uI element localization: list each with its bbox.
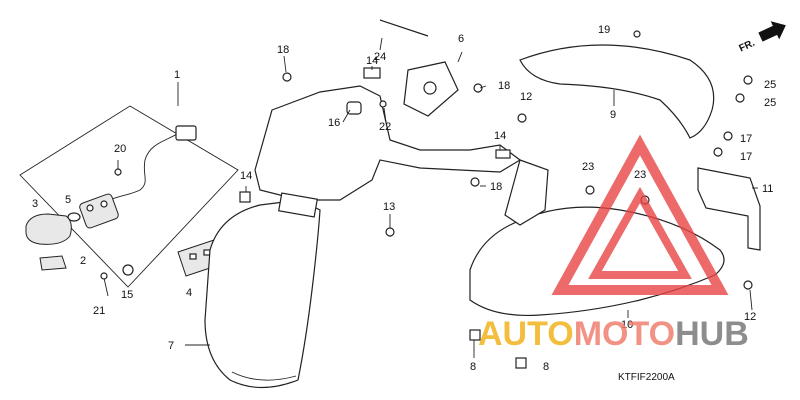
- callout-6: 6: [458, 33, 464, 45]
- callout-18-top: 18: [498, 80, 510, 92]
- callout-25-bottom: 25: [764, 97, 776, 109]
- assembly-outline: [19, 105, 239, 288]
- nut-14-left: [239, 191, 251, 203]
- watermark-moto: MOTO: [574, 315, 675, 353]
- nut-14-right: [495, 149, 511, 159]
- bolt-25-bottom: [735, 93, 745, 103]
- callout-8-left: 8: [470, 361, 476, 373]
- bolt-12-top: [517, 113, 527, 123]
- watermark-auto: AUTO: [478, 315, 574, 353]
- callout-14-left: 14: [240, 170, 252, 182]
- nut-8-left: [469, 329, 481, 341]
- rear-cover: [254, 85, 522, 201]
- callout-9: 9: [610, 109, 616, 121]
- front-fender: [519, 44, 715, 139]
- taillight-lens: [25, 213, 72, 245]
- callout-24: 24: [374, 51, 386, 63]
- callout-18-left: 18: [277, 44, 289, 56]
- bolt-12-bottom: [743, 280, 753, 290]
- clamp-16: [346, 101, 362, 115]
- callouts: 1 2 3 4 5 6 7 8 8 9 10 11 12 12 13 14 14…: [32, 24, 776, 373]
- callout-15: 15: [121, 289, 133, 301]
- watermark-text: AUTOMOTOHUB: [478, 315, 749, 353]
- callout-3: 3: [32, 198, 38, 210]
- callout-8-right: 8: [543, 361, 549, 373]
- callout-12-bottom: 12: [744, 311, 756, 323]
- clip-13: [385, 227, 395, 237]
- front-fender-group: [517, 30, 753, 157]
- callout-11: 11: [762, 183, 773, 195]
- callout-10: 10: [621, 319, 633, 331]
- reflector: [39, 255, 67, 271]
- bolt-18-left: [282, 72, 292, 82]
- bolt-17-bottom: [713, 147, 723, 157]
- wire-connector: [175, 125, 197, 141]
- nut-8-bottom: [515, 357, 527, 369]
- watermark-logo: AUTOMOTOHUB: [478, 134, 749, 353]
- front-direction-indicator: FR.: [737, 21, 786, 55]
- bracket-11: [697, 167, 761, 251]
- diagram-code: KTFIF2200A: [618, 372, 675, 383]
- callout-14-right: 14: [494, 130, 506, 142]
- bracket-11-group: [697, 167, 761, 251]
- bolt-17-top: [723, 131, 733, 141]
- callout-1: 1: [174, 69, 180, 81]
- front-arrow-icon: [758, 21, 786, 42]
- screw-22: [379, 100, 387, 108]
- screw-19: [633, 30, 641, 38]
- callout-17-bottom: 17: [740, 151, 752, 163]
- bolt-18-mid: [470, 177, 480, 187]
- callout-23-right: 23: [634, 169, 646, 181]
- callout-12-top: 12: [520, 91, 532, 103]
- watermark-hub: HUB: [675, 315, 749, 353]
- callout-2: 2: [80, 255, 86, 267]
- leader-lines: [185, 37, 758, 358]
- callout-16: 16: [328, 117, 340, 129]
- watermark-triangle-icon: [551, 134, 729, 295]
- clip-23-left: [585, 185, 595, 195]
- callout-22: 22: [379, 121, 391, 133]
- callout-18-mid: 18: [490, 181, 502, 193]
- fender-bracket: [278, 192, 318, 218]
- callout-17-top: 17: [740, 133, 752, 145]
- rear-fender: [204, 199, 321, 389]
- callout-25-top: 25: [764, 79, 776, 91]
- bolt-18-top: [473, 83, 483, 93]
- fr-label: FR.: [737, 38, 756, 55]
- callout-14-top: 14: [366, 55, 378, 67]
- inner-fender-front: [504, 159, 549, 226]
- bulb: [67, 212, 81, 222]
- rear-fender-group: [204, 85, 522, 389]
- callout-19: 19: [598, 24, 610, 36]
- bolt-25-top: [743, 75, 753, 85]
- bulb-socket: [79, 193, 119, 229]
- callout-21: 21: [93, 305, 105, 317]
- callout-20: 20: [114, 143, 126, 155]
- callout-23-left: 23: [582, 161, 594, 173]
- wire-harness: [109, 131, 181, 201]
- callout-7: 7: [168, 340, 174, 352]
- callout-4: 4: [186, 287, 192, 299]
- callout-5: 5: [65, 194, 71, 206]
- taillight-assembly-group: [19, 82, 239, 297]
- center-bracket-group: [282, 19, 511, 187]
- callout-13: 13: [383, 201, 395, 213]
